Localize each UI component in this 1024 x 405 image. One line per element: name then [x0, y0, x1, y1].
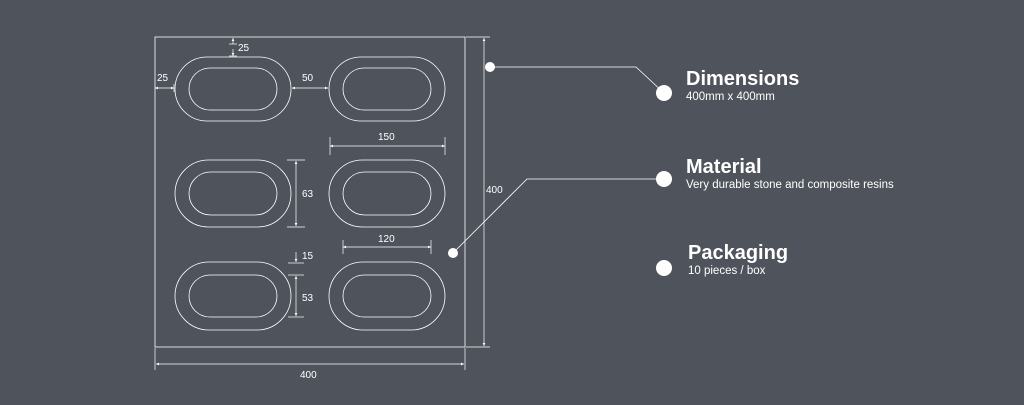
slot-inner [188, 171, 278, 216]
dim-inner-length: 120 [378, 234, 395, 245]
slot-outer [328, 159, 446, 228]
dim-inner-height: 53 [302, 293, 314, 304]
spec-dimensions: Dimensions 400mm x 400mm [686, 68, 799, 104]
slot-inner [342, 171, 432, 216]
callout-line-dimensions [490, 66, 665, 94]
spec-value: 400mm x 400mm [686, 91, 775, 103]
spec-bullet [656, 85, 672, 101]
dim-left-margin: 25 [157, 73, 169, 84]
dim-outer-height: 63 [302, 189, 314, 200]
slot-inner [342, 67, 432, 111]
dim-outer-length: 150 [378, 132, 395, 143]
spec-packaging: Packaging 10 pieces / box [688, 242, 788, 278]
dim-board-height: 400 [486, 185, 503, 196]
slot-outer [174, 56, 292, 122]
spec-bullet [656, 171, 672, 187]
spec-bullet [656, 260, 672, 276]
slot-outer [328, 261, 446, 331]
slot-inner [188, 67, 278, 111]
callout-line-material [452, 178, 664, 254]
slot-outer [328, 56, 446, 122]
callout-dot [485, 62, 495, 72]
spec-title: Material [686, 156, 762, 178]
spec-title: Packaging [688, 242, 789, 264]
board-outline [154, 36, 466, 348]
spec-value: 10 pieces / box [688, 265, 766, 277]
callout-dot [448, 248, 458, 258]
slot-inner [342, 274, 432, 318]
dim-rim-width: 15 [302, 251, 314, 262]
slot-outer [174, 159, 292, 228]
spec-material: Material Very durable stone and composit… [686, 156, 894, 192]
dim-top-margin: 25 [238, 43, 250, 54]
dim-gap: 50 [302, 73, 314, 84]
dim-board-width: 400 [300, 370, 317, 381]
slot-outer [174, 261, 292, 331]
spec-value: Very durable stone and composite resins [686, 179, 894, 191]
slot-inner [188, 274, 278, 318]
spec-title: Dimensions [686, 68, 800, 90]
